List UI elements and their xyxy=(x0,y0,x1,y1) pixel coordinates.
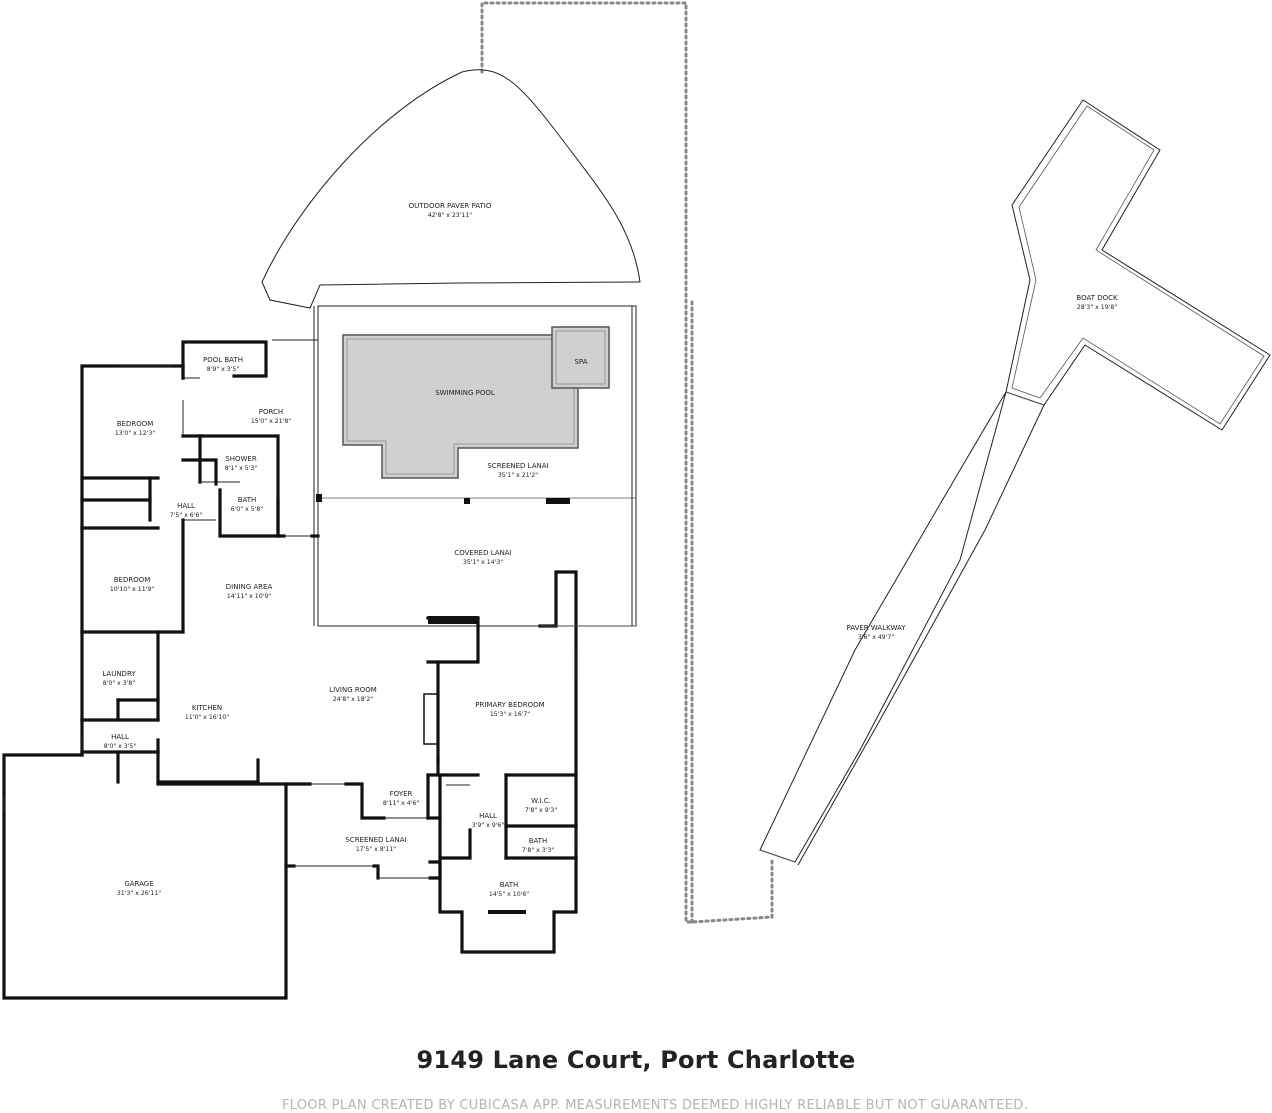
room-label-living-room: LIVING ROOM xyxy=(329,686,377,694)
room-label-foyer: FOYER xyxy=(390,790,413,798)
room-label-pool-bath: POOL BATH xyxy=(203,356,243,364)
room-label-hall-3: HALL xyxy=(479,812,497,820)
room-dim-dining-area: 14'11" x 10'9" xyxy=(227,593,271,600)
room-label-porch: PORCH xyxy=(259,408,283,416)
room-label-bath-1: BATH xyxy=(238,496,257,504)
room-dim-paver-walkway: 3'6" x 49'7" xyxy=(858,634,895,641)
room-dim-porch: 15'0" x 21'8" xyxy=(251,418,291,425)
room-dim-hall-3: 3'9" x 9'6" xyxy=(472,822,505,829)
room-label-bath-2: BATH xyxy=(529,837,548,845)
property-address: 9149 Lane Court, Port Charlotte xyxy=(416,1046,856,1074)
room-dim-bath-1: 6'0" x 5'8" xyxy=(231,506,264,513)
room-label-covered-lanai: COVERED LANAI xyxy=(454,549,511,557)
room-labels: OUTDOOR PAVER PATIO 42'8" x 23'11" BOAT … xyxy=(102,202,1118,898)
boat-dock-outline xyxy=(759,99,1271,866)
room-label-bedroom-2: BEDROOM xyxy=(114,576,151,584)
room-dim-foyer: 8'11" x 4'6" xyxy=(383,800,420,807)
room-dim-screened-lanai-2: 17'5" x 8'11" xyxy=(356,846,396,853)
room-label-screened-lanai-1: SCREENED LANAI xyxy=(487,462,548,470)
room-label-swimming-pool: SWIMMING POOL xyxy=(435,389,495,397)
paver-patio-outline xyxy=(261,69,641,309)
lanai-outlines xyxy=(272,305,637,627)
room-label-paver-walkway: PAVER WALKWAY xyxy=(846,624,906,632)
room-dim-primary-bedroom: 15'3" x 16'7" xyxy=(490,711,530,718)
room-dim-kitchen: 11'0" x 16'10" xyxy=(185,714,229,721)
room-label-screened-lanai-2: SCREENED LANAI xyxy=(345,836,406,844)
room-dim-hall-1: 7'5" x 6'6" xyxy=(170,512,203,519)
room-dim-living-room: 24'8" x 18'2" xyxy=(333,696,373,703)
house-walls xyxy=(2,340,636,1000)
room-label-shower: SHOWER xyxy=(225,455,257,463)
room-label-bath-3: BATH xyxy=(500,881,519,889)
room-label-primary-bedroom: PRIMARY BEDROOM xyxy=(475,701,544,709)
room-dim-screened-lanai-1: 35'1" x 21'2" xyxy=(498,472,538,479)
room-dim-laundry: 8'0" x 3'8" xyxy=(103,680,136,687)
room-label-wic: W.I.C. xyxy=(531,797,551,805)
room-dim-bath-2: 7'8" x 3'3" xyxy=(522,847,555,854)
room-dim-hall-2: 8'0" x 3'5" xyxy=(104,743,137,750)
room-dim-pool-bath: 8'9" x 3'5" xyxy=(207,366,240,373)
room-dim-wic: 7'8" x 9'3" xyxy=(525,807,558,814)
room-dim-bath-3: 14'5" x 10'6" xyxy=(489,891,529,898)
floor-plan-diagram: OUTDOOR PAVER PATIO 42'8" x 23'11" BOAT … xyxy=(2,1,1271,1000)
room-label-spa: SPA xyxy=(574,358,587,366)
property-boundary xyxy=(480,1,774,924)
room-dim-bedroom-2: 10'10" x 11'9" xyxy=(110,586,154,593)
room-dim-outdoor-paver-patio: 42'8" x 23'11" xyxy=(428,212,472,219)
room-label-hall-1: HALL xyxy=(177,502,195,510)
room-label-kitchen: KITCHEN xyxy=(192,704,222,712)
room-dim-shower: 8'1" x 5'3" xyxy=(225,465,258,472)
room-label-outdoor-paver-patio: OUTDOOR PAVER PATIO xyxy=(409,202,492,210)
swimming-pool-shape xyxy=(342,326,610,479)
room-label-garage: GARAGE xyxy=(124,880,153,888)
room-dim-covered-lanai: 35'1" x 14'3" xyxy=(463,559,503,566)
room-dim-bedroom-1: 13'0" x 12'3" xyxy=(115,430,155,437)
floor-plan-disclaimer: FLOOR PLAN CREATED BY CUBICASA APP. MEAS… xyxy=(282,1098,1028,1113)
room-label-bedroom-1: BEDROOM xyxy=(117,420,154,428)
room-label-boat-dock: BOAT DOCK xyxy=(1076,294,1118,302)
room-label-dining-area: DINING AREA xyxy=(226,583,273,591)
room-label-laundry: LAUNDRY xyxy=(102,670,136,678)
room-dim-boat-dock: 28'3" x 19'8" xyxy=(1077,304,1117,311)
room-dim-garage: 31'3" x 26'11" xyxy=(117,890,161,897)
room-label-hall-2: HALL xyxy=(111,733,129,741)
